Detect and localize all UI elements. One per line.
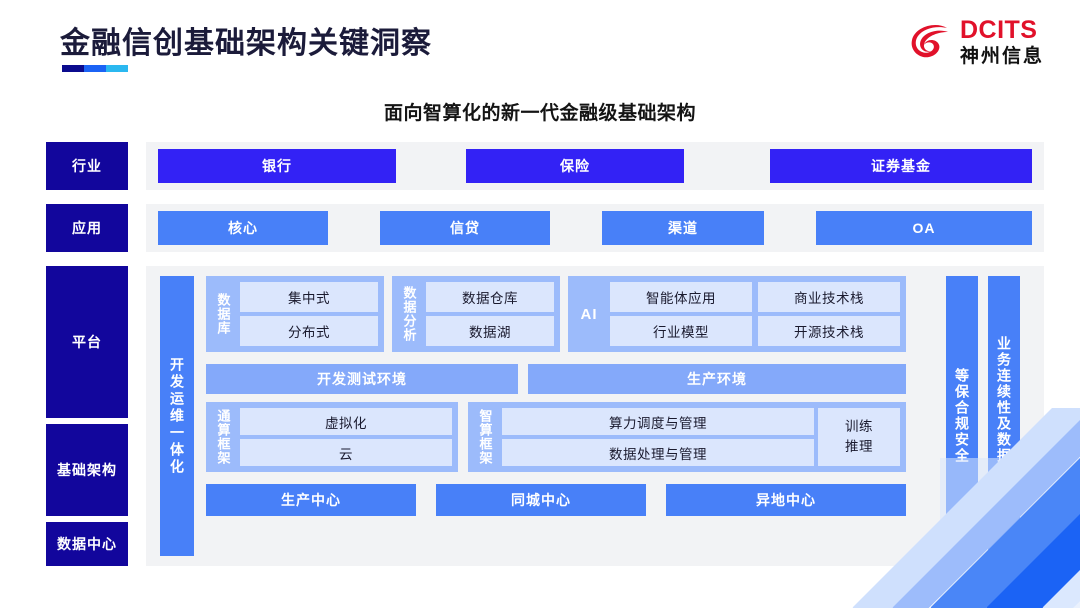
- cell-industry-model[interactable]: 行业模型: [610, 316, 752, 346]
- layer-label-application: 应用: [46, 204, 128, 252]
- group-label-ai: AI: [580, 305, 598, 323]
- page-title: 金融信创基础架构关键洞察: [60, 27, 432, 60]
- application-chip-core[interactable]: 核心: [158, 211, 328, 245]
- industry-chip-bank[interactable]: 银行: [158, 149, 396, 183]
- diagram-subtitle: 面向智算化的新一代金融级基础架构: [383, 103, 696, 124]
- group-label-data-analysis: 数据分析: [401, 286, 417, 342]
- cell-opensource-tech-stack[interactable]: 开源技术栈: [758, 316, 900, 346]
- application-chip-channel[interactable]: 渠道: [602, 211, 764, 245]
- cell-agent-application[interactable]: 智能体应用: [610, 282, 752, 312]
- logo-text-cn: 神州信息: [959, 46, 1044, 67]
- datacenter-bar-production[interactable]: 生产中心: [206, 484, 416, 516]
- env-bar-production[interactable]: 生产环境: [528, 364, 906, 394]
- cell-distributed[interactable]: 分布式: [240, 316, 378, 346]
- cell-compute-scheduling[interactable]: 算力调度与管理: [502, 408, 814, 435]
- application-chip-list: 核心 信贷 渠道 OA: [158, 211, 1032, 245]
- cell-data-lake[interactable]: 数据湖: [426, 316, 554, 346]
- cell-centralized[interactable]: 集中式: [240, 282, 378, 312]
- platform-infrastructure-band: 开发运维一体化 数据库 集中式 分布式 数据分析 数据仓库 数据湖: [146, 266, 1044, 566]
- devops-vertical-bar[interactable]: 开发运维一体化: [160, 276, 194, 556]
- architecture-diagram: 行业 应用 平台 基础架构 数据中心 银行 保险 证券基金 核心 信贷 渠道: [46, 142, 1044, 566]
- layer-label-platform: 平台: [46, 266, 128, 418]
- application-band: 核心 信贷 渠道 OA: [146, 204, 1044, 252]
- application-chip-credit[interactable]: 信贷: [380, 211, 550, 245]
- training-label: 训练: [845, 419, 873, 435]
- group-label-general-compute: 通算框架: [215, 409, 231, 465]
- group-general-compute-framework: 通算框架 虚拟化 云: [206, 402, 458, 472]
- group-label-database: 数据库: [215, 293, 231, 335]
- layer-label-column: 行业 应用 平台 基础架构 数据中心: [46, 142, 128, 566]
- industry-chip-securities-funds[interactable]: 证券基金: [770, 149, 1032, 183]
- cell-commercial-tech-stack[interactable]: 商业技术栈: [758, 282, 900, 312]
- cell-virtualization[interactable]: 虚拟化: [240, 408, 452, 435]
- cell-data-warehouse[interactable]: 数据仓库: [426, 282, 554, 312]
- group-label-intelligent-compute: 智算框架: [477, 409, 493, 465]
- group-database: 数据库 集中式 分布式: [206, 276, 384, 352]
- application-chip-oa[interactable]: OA: [816, 211, 1032, 245]
- industry-band: 银行 保险 证券基金: [146, 142, 1044, 190]
- env-bar-dev-test[interactable]: 开发测试环境: [206, 364, 518, 394]
- cell-training-inference[interactable]: 训练 推理: [818, 408, 900, 466]
- datacenter-bar-same-city[interactable]: 同城中心: [436, 484, 646, 516]
- group-data-analysis: 数据分析 数据仓库 数据湖: [392, 276, 560, 352]
- title-accent-rule: [62, 65, 128, 72]
- layer-label-industry: 行业: [46, 142, 128, 190]
- page-header: 金融信创基础架构关键洞察 DCITS 神州信息: [0, 0, 1080, 92]
- industry-chip-list: 银行 保险 证券基金: [158, 149, 1032, 183]
- layer-label-datacenter: 数据中心: [46, 522, 128, 566]
- right-vertical-bar-column: 等保合规安全 业务连续性及数据保护: [924, 276, 1034, 556]
- cell-cloud[interactable]: 云: [240, 439, 452, 466]
- company-logo: DCITS 神州信息: [907, 18, 1044, 66]
- logo-text-en: DCITS: [959, 16, 1038, 44]
- layer-label-infrastructure: 基础架构: [46, 424, 128, 516]
- right-bar-business-continuity[interactable]: 业务连续性及数据保护: [988, 276, 1020, 556]
- group-intelligent-compute-framework: 智算框架 算力调度与管理 数据处理与管理 训练 推理: [468, 402, 906, 472]
- platform-core-area: 数据库 集中式 分布式 数据分析 数据仓库 数据湖 AI: [206, 276, 906, 556]
- group-ai: AI 智能体应用 商业技术栈 行业模型 开源技术栈: [568, 276, 906, 352]
- cell-data-processing[interactable]: 数据处理与管理: [502, 439, 814, 466]
- datacenter-bar-remote[interactable]: 异地中心: [666, 484, 906, 516]
- right-bar-compliance-security[interactable]: 等保合规安全: [946, 276, 978, 556]
- industry-chip-insurance[interactable]: 保险: [466, 149, 684, 183]
- inference-label: 推理: [845, 439, 873, 454]
- dcits-swirl-icon: [907, 19, 953, 65]
